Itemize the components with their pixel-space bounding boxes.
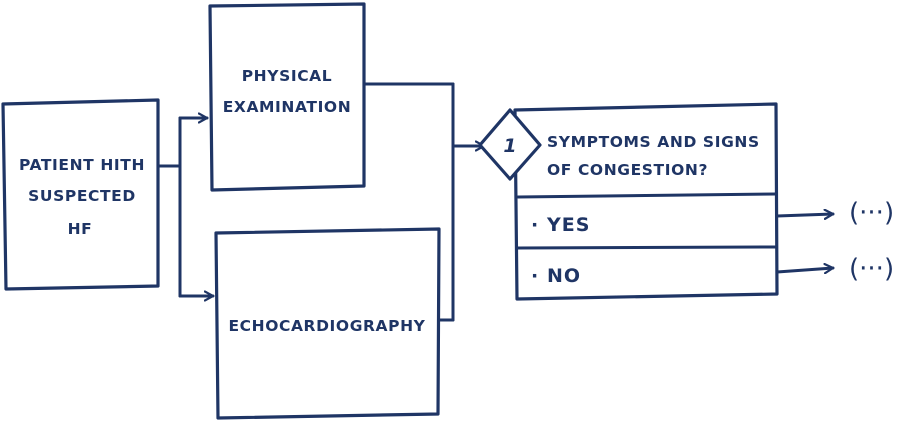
physical-exam-node: PHYSICAL EXAMINATION (208, 2, 366, 192)
echo-label: ECHOCARDIOGRAPHY (228, 317, 425, 335)
decision-node: 1 SYMPTOMS AND SIGNS OF CONGESTION? · YE… (478, 102, 779, 301)
physical-exam-label-line-2: EXAMINATION (223, 98, 352, 116)
arrow-no-out (775, 268, 835, 272)
decision-box (513, 102, 779, 301)
option-no-label: NO (547, 265, 581, 287)
patient-label-line-2: SUSPECTED (28, 187, 136, 205)
physical-exam-label-line-1: PHYSICAL (242, 67, 333, 85)
echo-node: ECHOCARDIOGRAPHY (214, 227, 441, 420)
connectors-left (156, 118, 215, 296)
decision-number: 1 (503, 135, 516, 157)
decision-diamond (478, 108, 542, 181)
option-yes-bullet: · (531, 214, 539, 236)
decision-divider-2 (516, 245, 778, 250)
patient-box (1, 98, 160, 291)
option-no-bullet: · (531, 265, 539, 287)
decision-question-line-1: SYMPTOMS AND SIGNS (547, 133, 760, 151)
decision-divider-1 (516, 192, 778, 199)
echo-box (214, 227, 441, 420)
arrow-yes-out (775, 214, 835, 216)
decision-question-line-2: OF CONGESTION? (547, 161, 708, 179)
continuation-yes: (···) (849, 198, 894, 228)
physical-exam-box (208, 2, 366, 192)
option-yes-label: YES (546, 214, 590, 236)
connectors-right: (···) (···) (775, 198, 894, 284)
patient-node: PATIENT HITH SUSPECTED HF (1, 98, 160, 291)
continuation-no: (···) (849, 254, 894, 284)
patient-label-line-3: HF (68, 220, 93, 238)
patient-label-line-1: PATIENT HITH (19, 156, 145, 174)
